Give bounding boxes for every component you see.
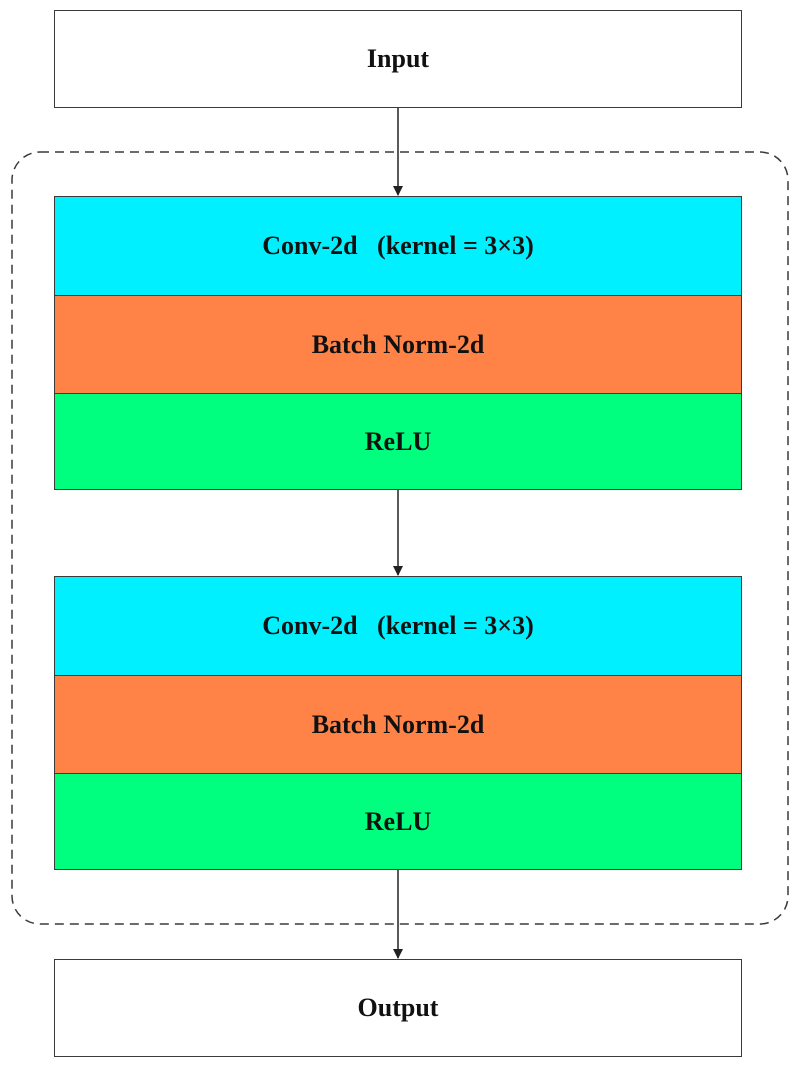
batchnorm-label-2: Batch Norm-2d (311, 709, 485, 739)
relu-label-1: ReLU (364, 426, 432, 456)
residual-block-group-outline (11, 151, 789, 925)
conv2d-label-1: Conv-2d (kernel = 3×3) (262, 231, 534, 260)
conv-block-1: Conv-2d (kernel = 3×3) Batch Norm-2d ReL… (54, 196, 742, 490)
batchnorm-layer-2: Batch Norm-2d (55, 675, 741, 773)
conv2d-layer-1: Conv-2d (kernel = 3×3) (55, 197, 741, 295)
batchnorm-label-1: Batch Norm-2d (311, 329, 485, 359)
conv2d-layer-2: Conv-2d (kernel = 3×3) (55, 577, 741, 675)
input-label: Input (366, 44, 430, 73)
relu-label-2: ReLU (364, 806, 432, 836)
input-box: Input (54, 10, 742, 108)
output-label: Output (357, 993, 439, 1022)
relu-layer-1: ReLU (55, 393, 741, 489)
conv-block-2: Conv-2d (kernel = 3×3) Batch Norm-2d ReL… (54, 576, 742, 870)
conv2d-label-2: Conv-2d (kernel = 3×3) (262, 611, 534, 640)
output-box: Output (54, 959, 742, 1057)
batchnorm-layer-1: Batch Norm-2d (55, 295, 741, 393)
relu-layer-2: ReLU (55, 773, 741, 869)
